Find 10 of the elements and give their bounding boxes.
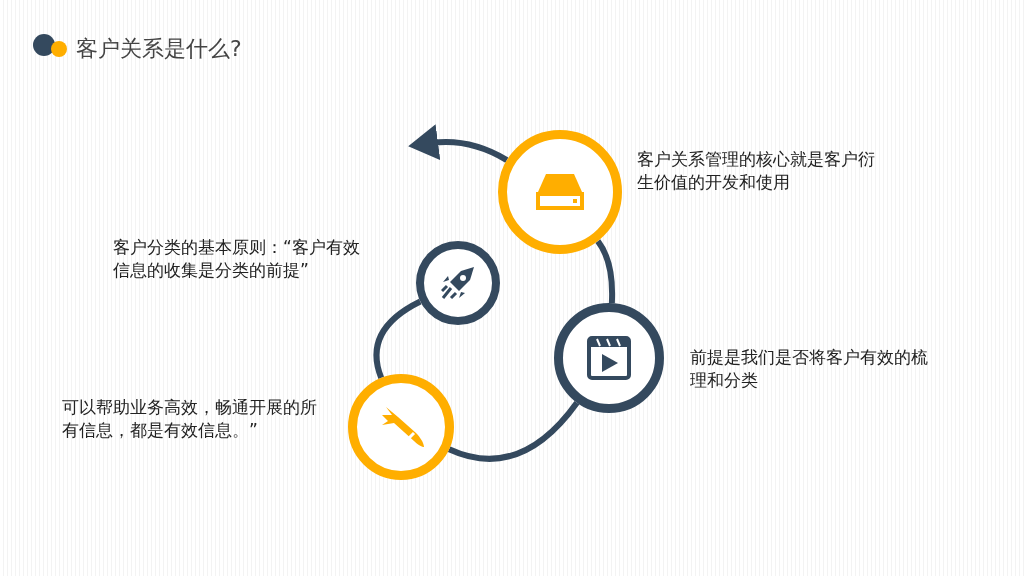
description-text: 前提是我们是否将客户有效的梳理和分类 (690, 346, 929, 392)
icon-circle (554, 303, 664, 413)
curved-arrow (408, 124, 509, 163)
description-text: 客户关系管理的核心就是客户衍生价值的开发和使用 (637, 148, 876, 194)
connector-arc (373, 298, 422, 379)
title: 客户关系是什么? (76, 35, 242, 63)
description-text: 客户分类的基本原则：“客户有效信息的收集是分类的前提” (113, 236, 361, 282)
description-text: 可以帮助业务高效，畅通开展的所有信息，都是有效信息。” (62, 396, 318, 442)
connector-arc (448, 400, 580, 462)
connector-arc (595, 239, 616, 304)
